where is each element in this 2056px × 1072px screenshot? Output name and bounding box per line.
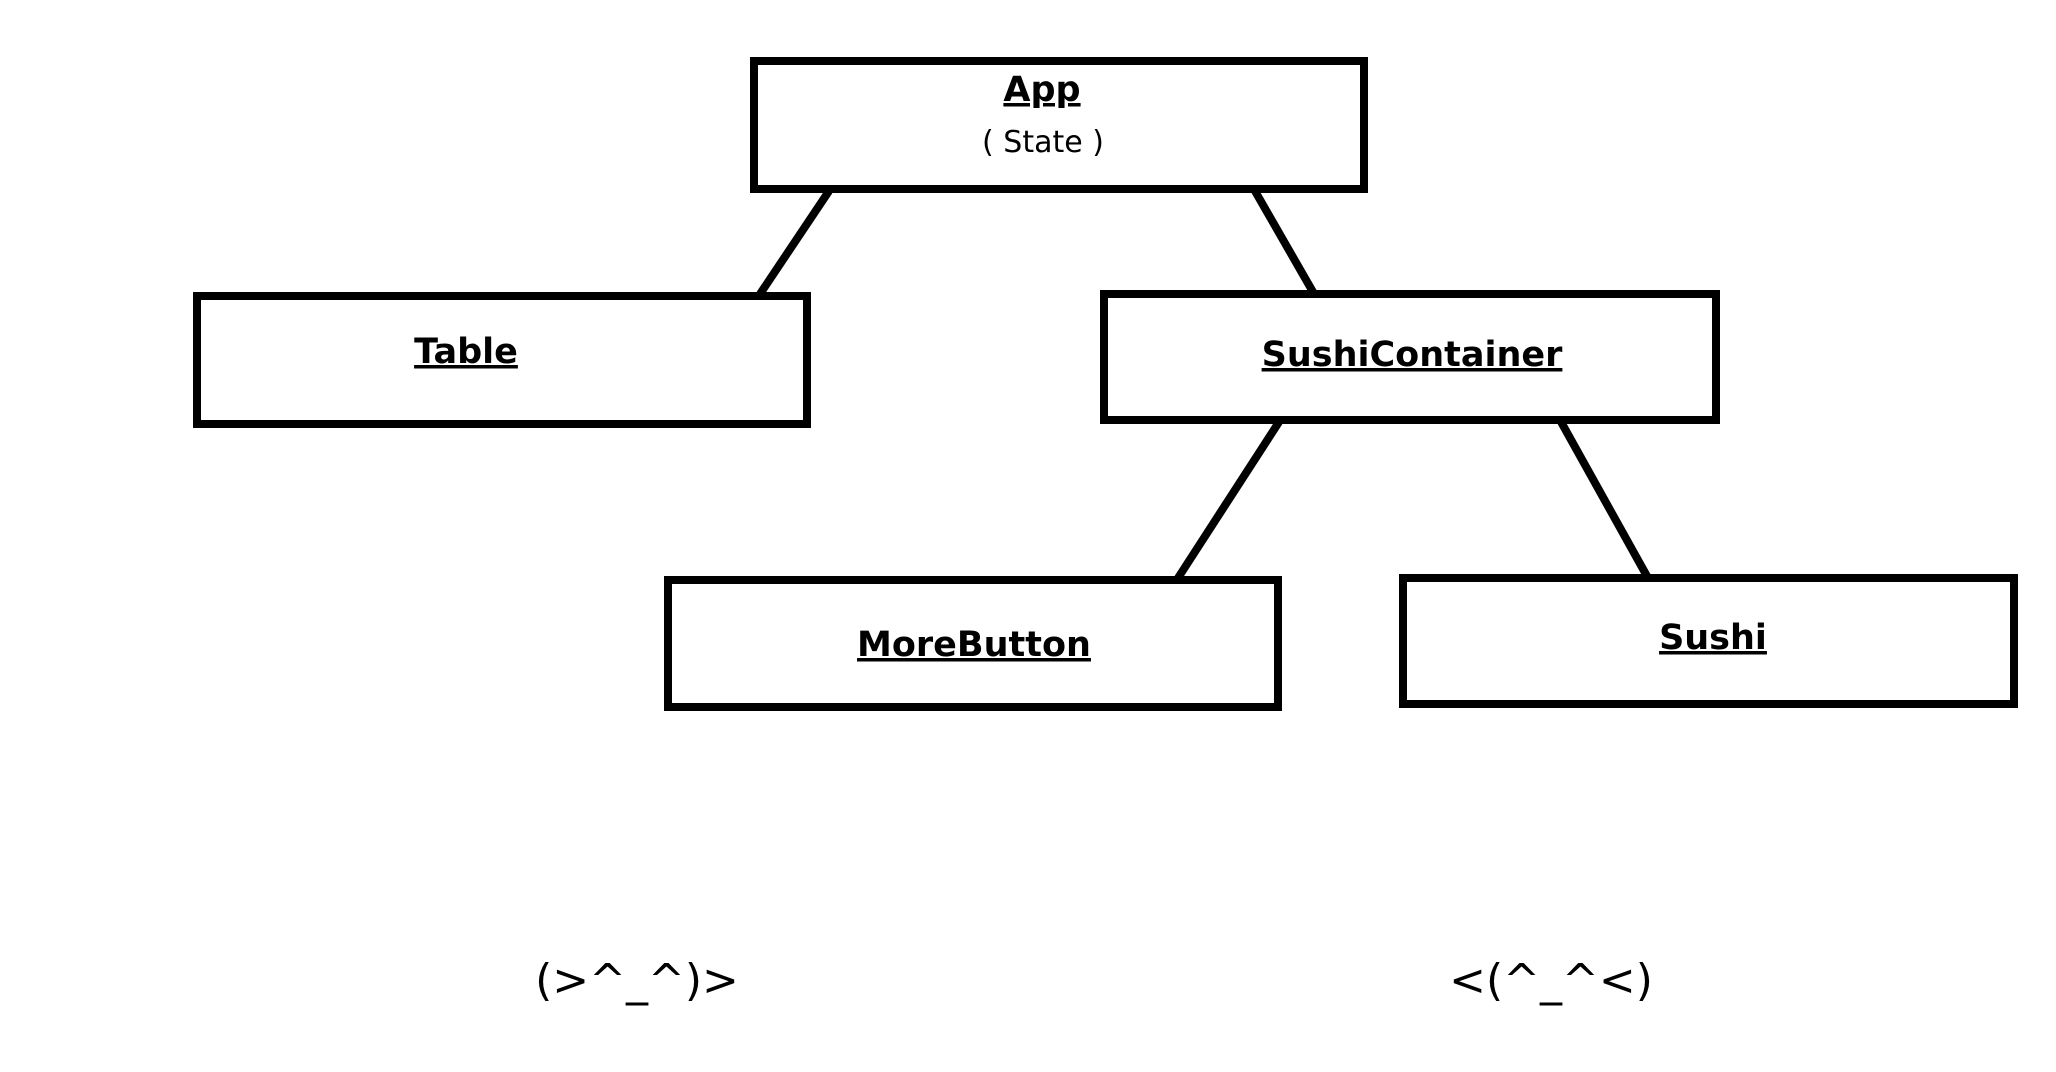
node-table-title: Table: [414, 332, 518, 372]
node-more-button-title: MoreButton: [857, 625, 1091, 665]
node-sushi-container-title: SushiContainer: [1262, 335, 1564, 375]
node-app-subtitle: ( State ): [982, 125, 1104, 160]
node-app-box: [750, 57, 1368, 193]
node-more-button: MoreButton: [664, 576, 1282, 711]
emoticon-right: <(^_^<): [1449, 955, 1653, 1006]
edge-sushicontainer-to-morebutton: [1174, 419, 1283, 581]
node-sushi-container: SushiContainer: [1100, 290, 1720, 424]
node-table: Table: [193, 292, 811, 428]
edge-sushicontainer-to-sushi: [1556, 418, 1652, 580]
node-table-box: [193, 292, 811, 428]
node-sushi: Sushi: [1399, 574, 2018, 708]
node-sushi-box: [1399, 574, 2018, 708]
edge-app-to-sushicontainer: [1251, 189, 1317, 294]
edge-app-to-table: [756, 188, 833, 297]
node-sushi-title: Sushi: [1659, 618, 1767, 658]
node-sushi-container-box: [1100, 290, 1720, 424]
node-app: App ( State ): [750, 57, 1368, 193]
node-more-button-box: [664, 576, 1282, 711]
emoticon-left: (>^_^)>: [535, 955, 739, 1006]
node-app-title: App: [1003, 70, 1080, 110]
